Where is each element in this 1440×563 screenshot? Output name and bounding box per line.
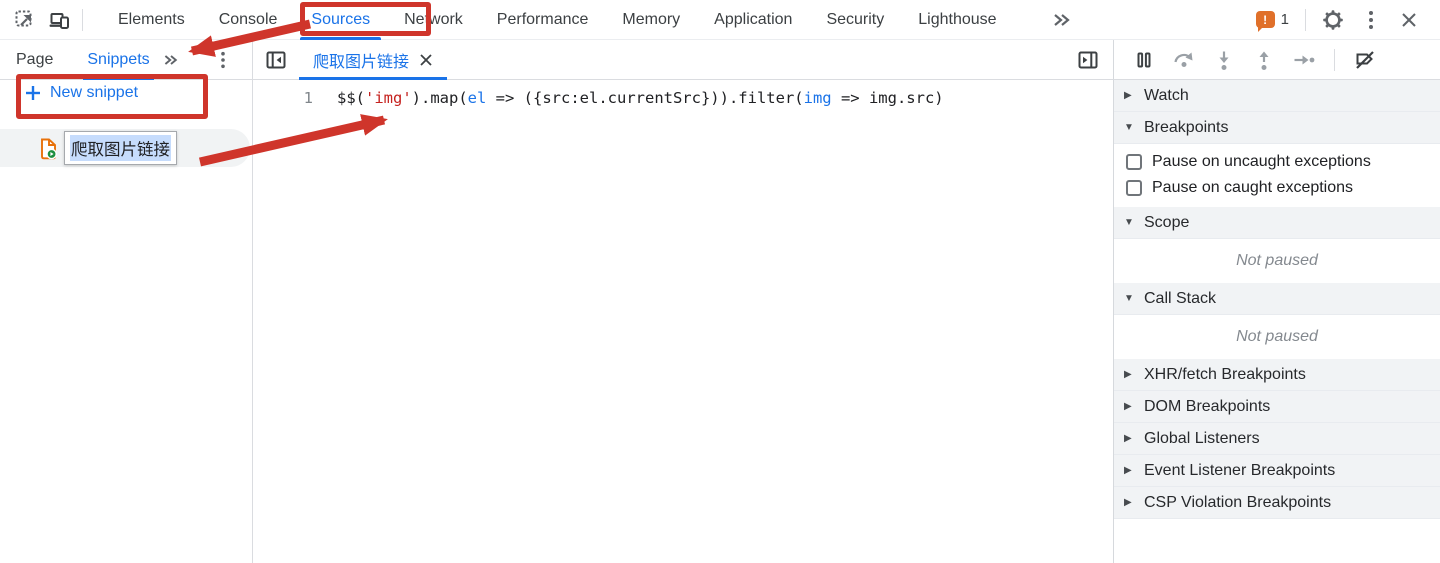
section-label: DOM Breakpoints	[1144, 397, 1271, 415]
chevron-down-icon: ▼	[1124, 217, 1134, 228]
snippet-name-input[interactable]: 爬取图片链接	[64, 131, 177, 165]
section-dom-breakpoints[interactable]: ▶ DOM Breakpoints	[1114, 391, 1440, 423]
plus-icon	[26, 86, 40, 100]
chevron-right-icon: ▶	[1124, 465, 1132, 476]
chevron-right-icon: ▶	[1124, 433, 1132, 444]
checkbox-label: Pause on uncaught exceptions	[1152, 153, 1371, 170]
section-global-listeners[interactable]: ▶ Global Listeners	[1114, 423, 1440, 455]
debug-toolbar-divider	[1334, 48, 1335, 71]
inspect-icon[interactable]	[8, 6, 42, 34]
code-segment: $$(	[337, 89, 365, 107]
section-label: XHR/fetch Breakpoints	[1144, 365, 1306, 383]
section-event-listener-breakpoints[interactable]: ▶ Event Listener Breakpoints	[1114, 455, 1440, 487]
code-segment: => ({src:el.currentSrc})).filter(	[486, 89, 804, 107]
checkbox-row-pause-on-caught-exceptions[interactable]: Pause on caught exceptions	[1114, 175, 1440, 201]
section-xhr-fetch-breakpoints[interactable]: ▶ XHR/fetch Breakpoints	[1114, 359, 1440, 391]
section-watch[interactable]: ▶ Watch	[1114, 80, 1440, 112]
section-breakpoints[interactable]: ▼ Breakpoints	[1114, 112, 1440, 144]
chevron-down-icon: ▼	[1124, 122, 1134, 133]
close-icon[interactable]	[1392, 6, 1426, 34]
devtools-toolbar: Elements Console Sources Network Performance…	[0, 0, 1440, 40]
checkbox-row-pause-on-uncaught-exceptions[interactable]: Pause on uncaught exceptions	[1114, 149, 1440, 175]
navigator-tab-snippets[interactable]: Snippets	[79, 40, 157, 80]
navigator-tabs: Page Snippets	[8, 40, 158, 80]
snippet-name-text: 爬取图片链接	[70, 135, 171, 161]
step-icon[interactable]	[1288, 45, 1320, 75]
line-number-gutter[interactable]: 1	[303, 89, 313, 107]
chevron-right-icon: ▶	[1124, 369, 1132, 380]
status-not-paused: Not paused	[1114, 315, 1440, 359]
editor-tab-snippet[interactable]: 爬取图片链接	[299, 40, 448, 80]
overflow-chevrons-icon[interactable]	[1042, 10, 1082, 30]
step-into-icon[interactable]	[1208, 45, 1240, 75]
new-snippet-button[interactable]: New snippet	[24, 84, 138, 102]
error-badge[interactable]: ! 1	[1250, 11, 1295, 32]
tab-console[interactable]: Console	[218, 10, 278, 28]
code-segment: img	[803, 89, 832, 107]
checkbox-pause-on-uncaught-exceptions[interactable]	[1126, 154, 1142, 170]
snippet-file-icon	[38, 137, 59, 160]
debugger-toolbar	[1113, 40, 1440, 80]
code-segment: ).map(	[411, 89, 468, 107]
section-label: Call Stack	[1144, 289, 1217, 307]
tab-close-icon[interactable]	[419, 53, 433, 67]
editor-tabbar: 爬取图片链接	[253, 40, 1113, 80]
tab-application[interactable]: Application	[714, 10, 793, 28]
checkbox-label: Pause on caught exceptions	[1152, 179, 1354, 196]
deactivate-breakpoints-icon[interactable]	[1349, 45, 1381, 75]
sidebar-toggle-icon[interactable]	[1071, 46, 1105, 74]
toolbar-divider	[82, 8, 83, 31]
checkbox-pause-on-caught-exceptions[interactable]	[1126, 180, 1142, 196]
section-label: Global Listeners	[1144, 429, 1260, 447]
section-label: Event Listener Breakpoints	[1144, 461, 1336, 479]
section-label: Breakpoints	[1144, 118, 1229, 136]
navigator-overflow-chevrons-icon[interactable]	[158, 46, 184, 74]
editor-tab-label: 爬取图片链接	[313, 53, 410, 71]
tab-elements[interactable]: Elements	[118, 10, 185, 28]
chevron-right-icon: ▶	[1124, 401, 1132, 412]
tab-memory[interactable]: Memory	[622, 10, 681, 28]
tab-network[interactable]: Network	[404, 10, 463, 28]
navigator-tab-page[interactable]: Page	[16, 50, 54, 68]
navigator-toggle-icon[interactable]	[259, 46, 293, 74]
status-not-paused: Not paused	[1114, 239, 1440, 283]
section-label: Scope	[1144, 213, 1190, 231]
new-snippet-label: New snippet	[50, 84, 139, 101]
section-scope[interactable]: ▼ Scope	[1114, 207, 1440, 239]
main-tabs: Elements Console Sources Network Performance…	[101, 0, 1014, 40]
section-label: CSP Violation Breakpoints	[1144, 493, 1332, 511]
tab-sources[interactable]: Sources	[294, 0, 387, 40]
toolbar-divider	[1305, 8, 1306, 31]
code-segment: 'img'	[365, 89, 412, 107]
kebab-icon[interactable]	[1354, 6, 1388, 34]
code-line[interactable]: $$('img').map(el => ({src:el.currentSrc}…	[313, 89, 944, 107]
code-segment: => img.src)	[831, 89, 944, 107]
section-call-stack[interactable]: ▼ Call Stack	[1114, 283, 1440, 315]
pause-icon[interactable]	[1128, 45, 1160, 75]
tab-lighthouse[interactable]: Lighthouse	[918, 10, 997, 28]
error-badge-icon: !	[1255, 11, 1275, 32]
code-editor[interactable]: 1 $$('img').map(el => ({src:el.currentSr…	[253, 80, 1113, 563]
tab-security[interactable]: Security	[826, 10, 885, 28]
tab-performance[interactable]: Performance	[496, 10, 589, 28]
section-csp-violation-breakpoints[interactable]: ▶ CSP Violation Breakpoints	[1114, 487, 1440, 519]
chevron-right-icon: ▶	[1124, 497, 1132, 508]
gear-icon[interactable]	[1316, 6, 1350, 34]
step-over-icon[interactable]	[1168, 45, 1200, 75]
device-toolbar-icon[interactable]	[42, 6, 76, 34]
chevron-down-icon: ▼	[1124, 293, 1134, 304]
code-segment: el	[467, 89, 487, 107]
error-count: 1	[1280, 11, 1289, 28]
section-label: Watch	[1144, 86, 1189, 104]
step-out-icon[interactable]	[1248, 45, 1280, 75]
navigator-header: Page Snippets	[0, 40, 253, 80]
chevron-right-icon: ▶	[1124, 90, 1132, 101]
navigator-kebab-icon[interactable]	[206, 46, 240, 74]
